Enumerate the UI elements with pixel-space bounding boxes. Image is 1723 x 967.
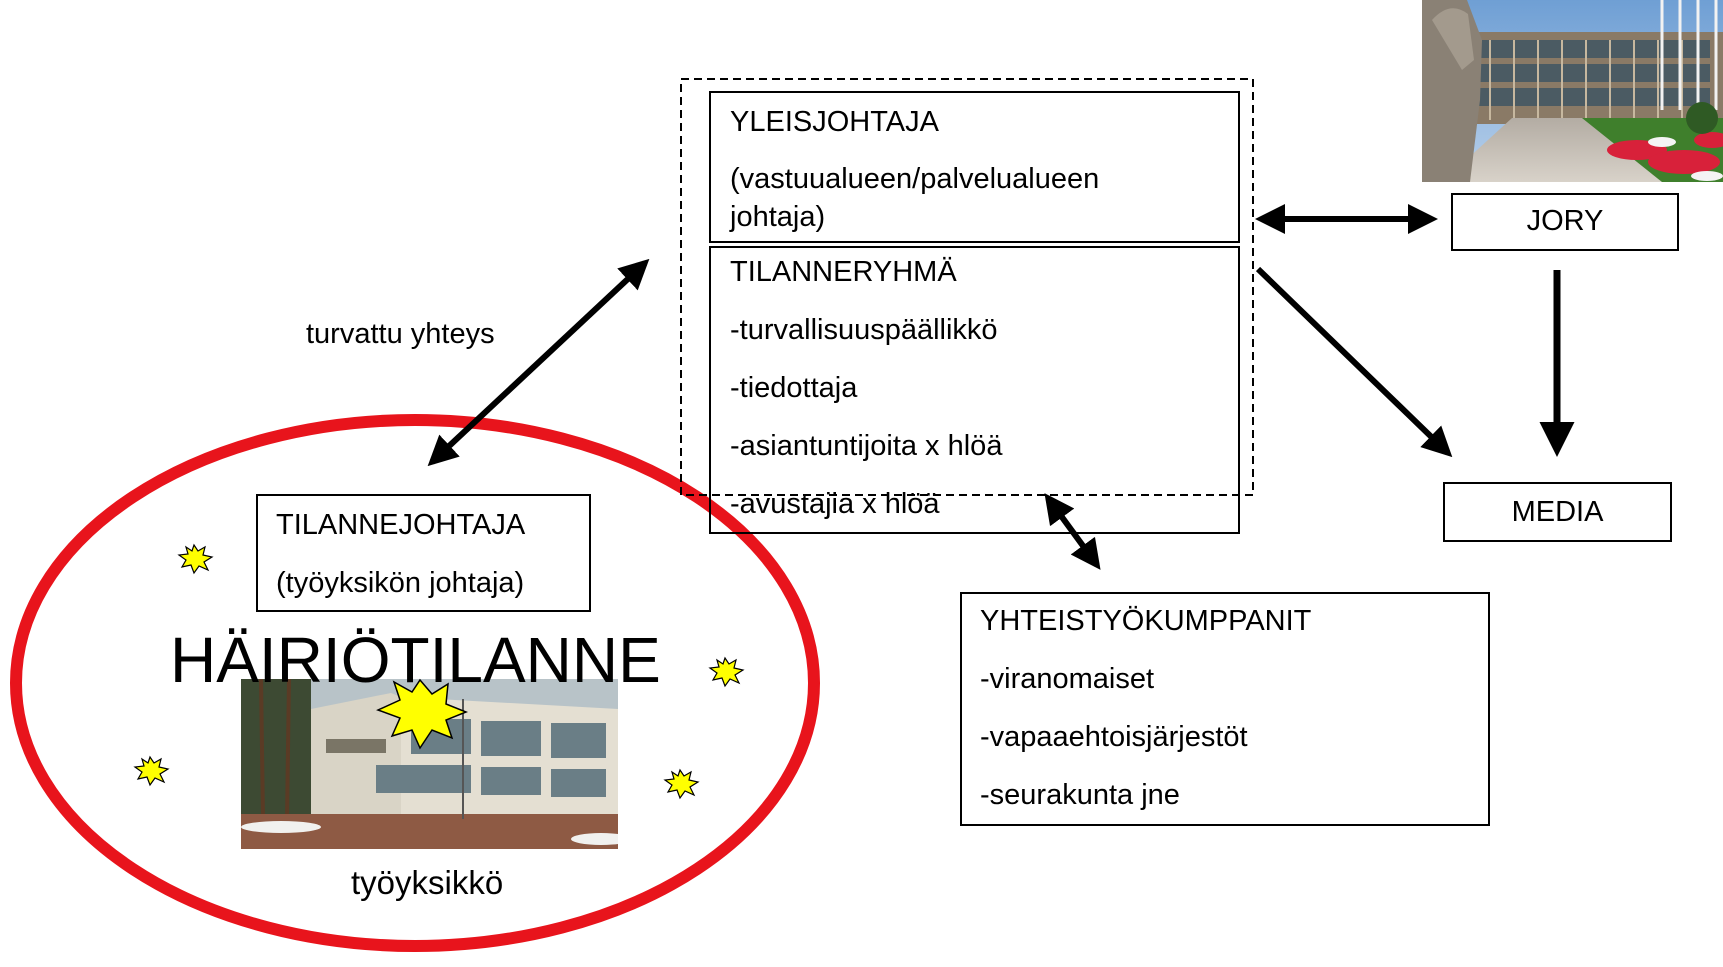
general-manager-box bbox=[709, 91, 1240, 243]
arrow-management-partners bbox=[1044, 493, 1101, 570]
arrow-secure-connection bbox=[427, 258, 650, 467]
partners-member: -vapaaehtoisjärjestöt bbox=[980, 721, 1248, 753]
partners-member: -seurakunta jne bbox=[980, 779, 1180, 811]
incident-ellipse bbox=[10, 414, 820, 952]
situation-group-member: -asiantuntijoita x hlöä bbox=[730, 430, 1003, 462]
burst-icon-left-bottom bbox=[133, 755, 170, 787]
burst-icon-left-top bbox=[177, 543, 214, 575]
general-manager-subtitle-line2: johtaja) bbox=[730, 201, 826, 233]
incident-manager-subtitle: (työyksikön johtaja) bbox=[276, 567, 525, 599]
burst-icon-large bbox=[376, 678, 469, 750]
partners-member: -viranomaiset bbox=[980, 663, 1155, 695]
incident-label: HÄIRIÖTILANNE bbox=[170, 624, 661, 696]
arrow-management-media bbox=[1255, 266, 1453, 458]
headquarters-photo bbox=[1422, 0, 1723, 182]
burst-icon-right-top bbox=[708, 656, 745, 688]
situation-group-member: -avustajia x hlöä bbox=[730, 488, 940, 520]
situation-group-member: -turvallisuuspäällikkö bbox=[730, 314, 998, 346]
situation-group-box bbox=[709, 246, 1240, 534]
burst-icon-right-bottom bbox=[663, 768, 700, 800]
management-group-outline bbox=[680, 78, 1254, 496]
secure-connection-label: turvattu yhteys bbox=[306, 318, 495, 350]
partners-title: YHTEISTYÖKUMPPANIT bbox=[980, 605, 1312, 637]
jory-label: JORY bbox=[1526, 205, 1604, 237]
work-unit-label: työyksikkö bbox=[351, 864, 504, 901]
situation-group-member: -tiedottaja bbox=[730, 372, 858, 404]
general-manager-title: YLEISJOHTAJA bbox=[730, 106, 939, 138]
partners-box bbox=[960, 592, 1490, 826]
general-manager-subtitle-line1: (vastuualueen/palvelualueen bbox=[730, 163, 1100, 195]
media-box bbox=[1443, 482, 1672, 542]
incident-manager-box bbox=[256, 494, 591, 612]
media-label: MEDIA bbox=[1511, 496, 1604, 528]
incident-manager-title: TILANNEJOHTAJA bbox=[276, 509, 526, 541]
jory-box bbox=[1451, 193, 1679, 251]
situation-group-title: TILANNERYHMÄ bbox=[730, 256, 957, 288]
